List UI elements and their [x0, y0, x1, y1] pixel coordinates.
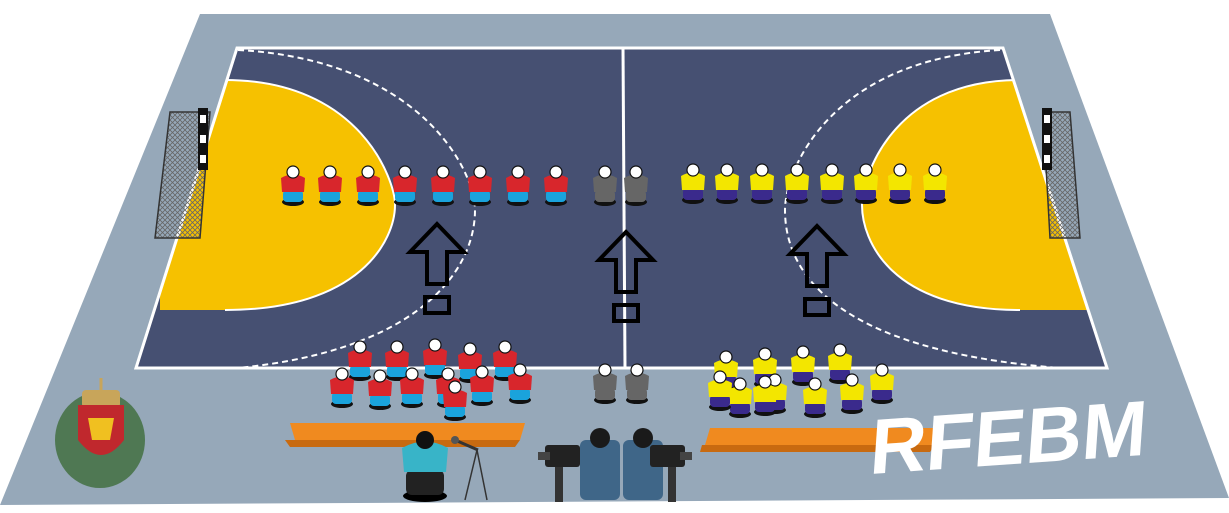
lineup-row — [281, 163, 947, 206]
arrows — [405, 221, 849, 323]
yellow-team-substitute — [791, 345, 815, 386]
red-team-substitute — [458, 342, 482, 383]
up-arrow-icon — [785, 223, 849, 317]
red-team-substitute — [368, 369, 392, 410]
left-free-throw-line — [237, 49, 477, 368]
yellow-team-player — [820, 163, 844, 204]
red-team-substitute — [493, 340, 517, 381]
red-team-substitute — [508, 363, 532, 404]
red-team-substitute — [443, 380, 467, 421]
red-team-player — [356, 165, 380, 206]
rfebm-logo: RFEBM — [867, 384, 1150, 492]
red-team-player — [393, 165, 417, 206]
yellow-team-player — [785, 163, 809, 204]
red-team-player — [431, 165, 455, 206]
red-team-substitute — [400, 367, 424, 408]
court — [133, 46, 1110, 370]
red-team-player — [506, 165, 530, 206]
announcer — [402, 431, 448, 502]
bench-players — [330, 338, 894, 421]
up-arrow-icon — [594, 229, 658, 323]
yellow-team-player — [681, 163, 705, 204]
camera-operator-icon — [538, 428, 620, 502]
yellow-team-player — [923, 163, 947, 204]
right-bench — [700, 428, 940, 452]
right-free-throw-line — [783, 49, 1061, 368]
yellow-team-substitute — [708, 370, 732, 411]
table-official — [625, 363, 649, 404]
red-team-substitute — [348, 340, 372, 381]
red-team-substitute — [330, 367, 354, 408]
camera-operator-icon — [623, 428, 692, 502]
referee — [624, 165, 648, 206]
microphone-icon — [451, 436, 488, 501]
referee — [593, 165, 617, 206]
up-arrow-icon — [405, 221, 469, 315]
red-team-substitute — [470, 365, 494, 406]
yellow-team-player — [750, 163, 774, 204]
yellow-team-substitute — [803, 377, 827, 418]
left-bench — [285, 423, 525, 447]
yellow-team-player — [888, 163, 912, 204]
yellow-team-substitute — [828, 343, 852, 384]
red-team-player — [544, 165, 568, 206]
goal-net-icon — [1042, 108, 1081, 239]
yellow-team-player — [854, 163, 878, 204]
yellow-team-substitute — [753, 375, 777, 416]
red-team-player — [468, 165, 492, 206]
crest-icon — [55, 378, 145, 488]
red-team-substitute — [423, 338, 447, 379]
red-team-player — [281, 165, 305, 206]
yellow-team-substitute — [728, 377, 752, 418]
red-team-player — [318, 165, 342, 206]
goal-net-icon — [154, 108, 211, 239]
yellow-team-substitute — [870, 363, 894, 404]
table-official — [593, 363, 617, 404]
yellow-team-player — [715, 163, 739, 204]
left-goal-area — [160, 80, 395, 310]
center-line — [621, 47, 627, 369]
yellow-team-substitute — [840, 373, 864, 414]
